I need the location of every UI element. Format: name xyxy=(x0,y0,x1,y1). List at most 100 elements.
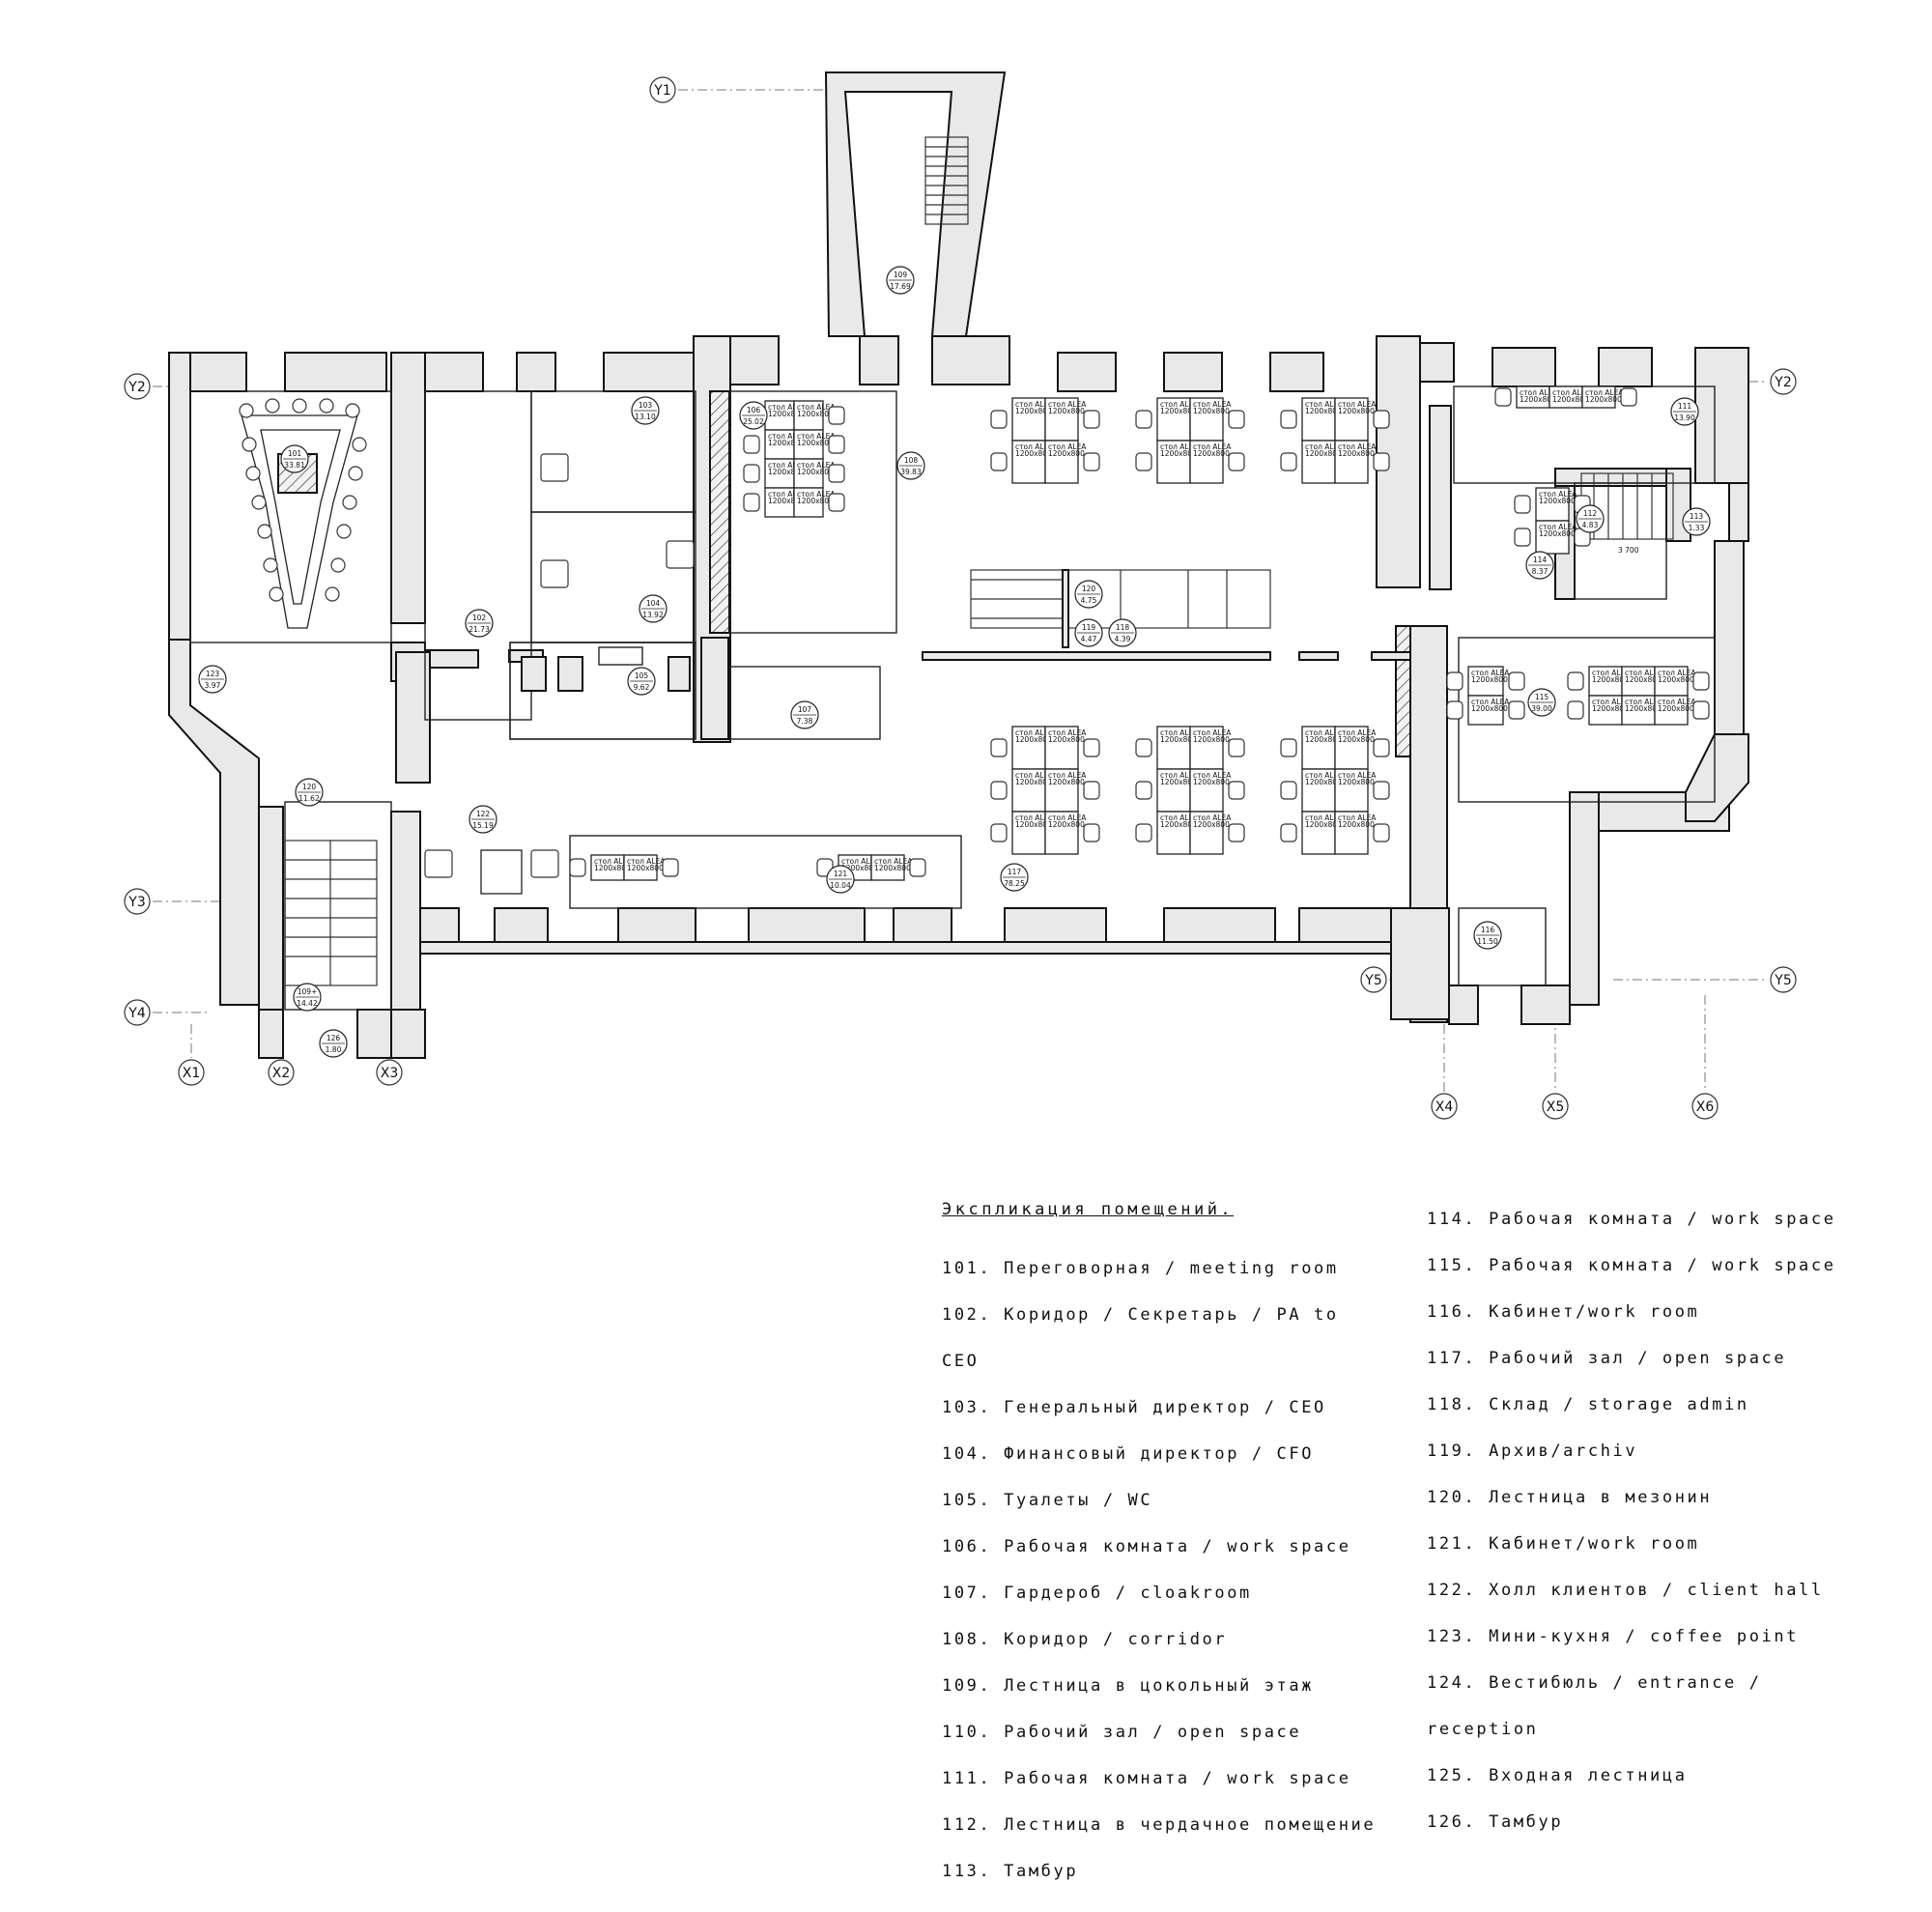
legend-title: Экспликация помещений. xyxy=(942,1200,1235,1219)
legend-row: 121. Кабинет/work room xyxy=(1427,1534,1700,1554)
desk-label: стол ALEA xyxy=(1160,813,1199,822)
desk-size: 1200x800 xyxy=(1193,778,1230,786)
legend-row: 108. Коридор / corridor xyxy=(942,1630,1228,1649)
room-area: 11.50 xyxy=(1477,937,1498,946)
desk xyxy=(764,458,795,489)
desk-size: 1200x800 xyxy=(1305,449,1342,458)
svg-text:Y2: Y2 xyxy=(128,380,145,395)
svg-text:Y3: Y3 xyxy=(128,895,145,910)
axis-marker-y2-left: Y2 xyxy=(124,373,151,400)
chair xyxy=(1373,781,1390,800)
desk-size: 1200x800 xyxy=(1160,735,1197,744)
desk-label: стол ALEA xyxy=(1520,388,1558,397)
desk-label: стол ALEA xyxy=(1471,669,1510,677)
chair xyxy=(342,495,357,510)
desk-size: 1200x800 xyxy=(1193,407,1230,415)
desk-label: стол ALEA xyxy=(1658,669,1696,677)
room-area: 7.38 xyxy=(797,717,813,726)
desk xyxy=(623,854,658,881)
desk-label: стол ALEA xyxy=(1015,813,1054,822)
chair xyxy=(1508,700,1525,720)
desk-size: 1200x800 xyxy=(797,497,834,505)
desk-size: 1200x800 xyxy=(1552,395,1589,404)
chair xyxy=(325,586,340,602)
chair xyxy=(1567,700,1584,720)
desk-label: стол ALEA xyxy=(1625,698,1663,706)
desk-size: 1200x800 xyxy=(1585,395,1622,404)
room-number: 112 xyxy=(1583,509,1598,518)
axis-marker-y3: Y3 xyxy=(124,888,151,915)
desk-label: стол ALEA xyxy=(1305,771,1344,780)
room-number: 105 xyxy=(635,671,649,680)
desk xyxy=(1189,440,1224,484)
axis-marker-y1: Y1 xyxy=(649,76,676,103)
toilet-block xyxy=(509,642,696,740)
desk-label: стол ALEA xyxy=(1338,728,1377,737)
desk-label: стол ALEA xyxy=(1539,490,1577,499)
desk-size: 1200x800 xyxy=(1048,449,1085,458)
svg-text:Y5: Y5 xyxy=(1774,973,1791,988)
chair xyxy=(1567,671,1584,691)
desk-label: стол ALEA xyxy=(1048,771,1087,780)
desk xyxy=(793,400,824,431)
chair xyxy=(319,398,334,414)
chair xyxy=(1373,738,1390,757)
desk xyxy=(1301,768,1336,813)
desk-label: стол ALEA xyxy=(1193,813,1232,822)
chair xyxy=(828,493,845,512)
chair xyxy=(743,435,760,454)
room-area: 1.80 xyxy=(326,1045,342,1054)
svg-text:X3: X3 xyxy=(381,1066,399,1081)
legend-row: 105. Туалеты / WC xyxy=(942,1491,1153,1510)
desk-size: 1200x800 xyxy=(1048,407,1085,415)
stair-120-mezzanine xyxy=(922,569,1411,661)
chair xyxy=(251,495,267,510)
desk-size: 1200x800 xyxy=(1015,407,1052,415)
desk-label: стол ALEA xyxy=(1015,771,1054,780)
room-number: 122 xyxy=(476,810,491,818)
chair xyxy=(1280,410,1297,429)
chair xyxy=(1083,452,1100,471)
chair xyxy=(330,557,346,573)
chair xyxy=(1083,823,1100,842)
room-area: 15.19 xyxy=(472,821,494,830)
desk-size: 1200x800 xyxy=(1658,675,1694,684)
room-number: 111 xyxy=(1678,402,1692,411)
room-area: 3.97 xyxy=(205,681,221,690)
desk-size: 1200x800 xyxy=(1338,735,1375,744)
desk-label: стол ALEA xyxy=(1625,669,1663,677)
desk-label: стол ALEA xyxy=(1592,669,1631,677)
room-number: 119 xyxy=(1082,623,1096,632)
desk-label: стол ALEA xyxy=(1160,400,1199,409)
room-number: 117 xyxy=(1008,868,1022,876)
desk-label: стол ALEA xyxy=(1160,728,1199,737)
room-number: 101 xyxy=(288,449,302,458)
chair xyxy=(292,398,307,414)
desk xyxy=(1301,440,1336,484)
chair xyxy=(828,435,845,454)
desk-size: 1200x800 xyxy=(1305,820,1342,829)
legend-row: 102. Коридор / Секретарь / PA to xyxy=(942,1305,1339,1325)
chair xyxy=(1135,823,1152,842)
room-area: 17.69 xyxy=(890,282,911,291)
chair xyxy=(990,738,1008,757)
desk xyxy=(1011,768,1046,813)
desk-label: стол ALEA xyxy=(768,403,807,412)
desk-size: 1200x800 xyxy=(1048,820,1085,829)
desk xyxy=(793,429,824,460)
svg-text:Y5: Y5 xyxy=(1364,973,1381,988)
desk-size: 1200x800 xyxy=(768,468,805,476)
room-number: 106 xyxy=(747,406,761,414)
desk-size: 1200x800 xyxy=(627,864,664,872)
desk-size: 1200x800 xyxy=(1658,704,1694,713)
